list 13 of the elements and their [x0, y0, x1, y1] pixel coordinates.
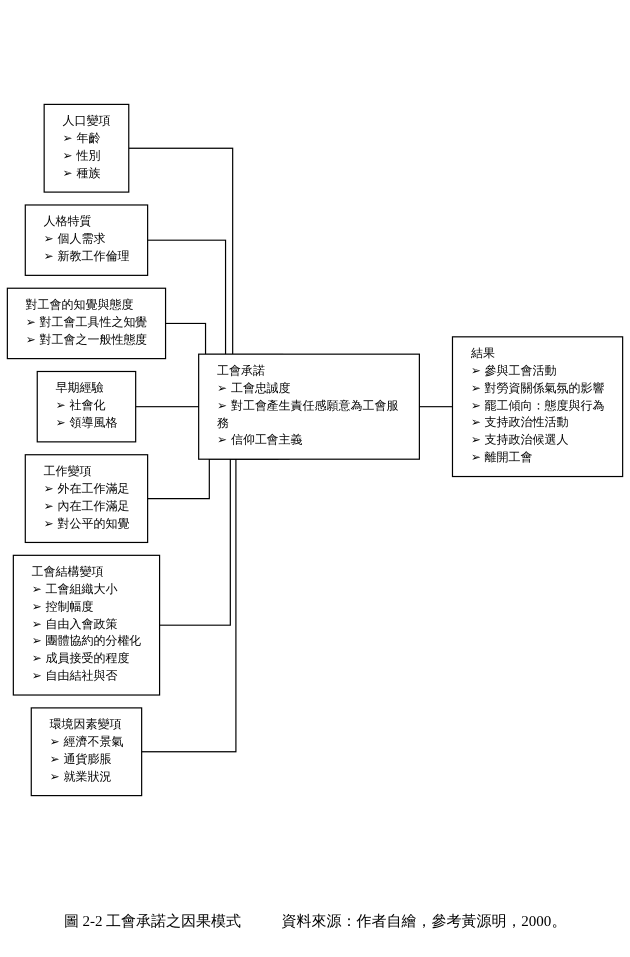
node-box: 早期經驗 ➢ 社會化 ➢ 領導風格: [36, 370, 136, 442]
node-box: 對工會的知覺與態度 ➢ 對工會工具性之知覺 ➢ 對工會之一般性態度: [6, 288, 166, 360]
node-box: 人格特質 ➢ 個人需求 ➢ 新教工作倫理: [24, 204, 148, 276]
node-box: 工會結構變項 ➢ 工會組織大小 ➢ 控制幅度 ➢ 自由入會政策 ➢ 團體協約的分權化 ➢ 成員接受的程度 ➢ 自由結社與否: [12, 554, 160, 696]
figure-caption: 圖 2-2 工會承諾之因果模式: [64, 912, 242, 931]
connector: [136, 406, 199, 408]
node-box: 工會承諾 ➢ 工會忠誠度 ➢ 對工會產生責任感願意為工會服務 ➢ 信仰工會主義: [198, 354, 420, 460]
node-box: 結果 ➢ 參與工會活動 ➢ 對勞資關係氣氛的影響 ➢ 罷工傾向：態度與行為 ➢ 支持政治性活動 ➢ 支持政治候選人 ➢ 離開工會: [452, 336, 624, 478]
node-box: 人口變項 ➢ 年齡 ➢ 性別 ➢ 種族: [44, 104, 130, 193]
node-box: 工作變項 ➢ 外在工作滿足 ➢ 內在工作滿足 ➢ 對公平的知覺: [24, 454, 148, 544]
connector: [419, 406, 452, 408]
source-note: 資料來源：作者自繪，參考黃源明，2000。: [281, 912, 566, 931]
node-box: 環境因素變項 ➢ 經濟不景氣 ➢ 通貨膨脹 ➢ 就業狀況: [30, 707, 142, 796]
